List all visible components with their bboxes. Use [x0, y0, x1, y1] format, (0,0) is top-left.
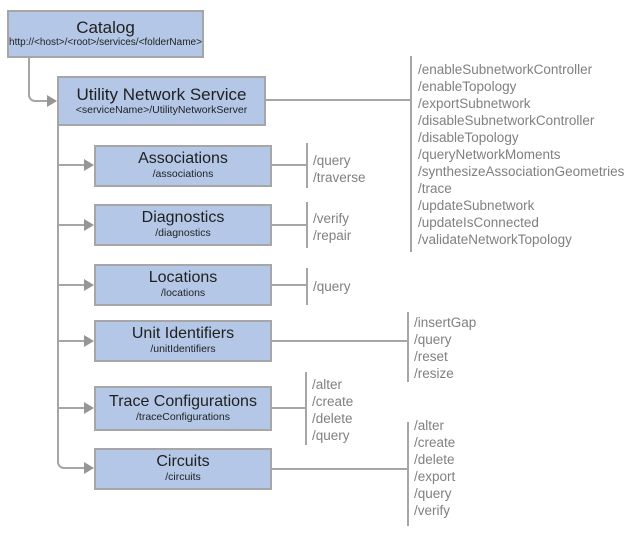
tick-service-ops [410, 56, 412, 252]
connector-catalog-to-service [34, 100, 48, 102]
associations-node: Associations /associations [94, 145, 272, 187]
operation-label: /queryNetworkMoments [418, 147, 561, 162]
trace-configurations-node: Trace Configurations /traceConfiguration… [94, 386, 272, 431]
operation-label: /delete [414, 452, 455, 467]
tick-associations-ops [306, 143, 308, 188]
service-operations-list: /enableSubnetworkController /enableTopol… [418, 61, 624, 248]
operation-label: /validateNetworkTopology [418, 232, 572, 247]
node-title: Trace Configurations [109, 392, 257, 410]
stub-locations [57, 284, 84, 286]
arrowhead-icon [84, 219, 94, 231]
node-subtitle: <serviceName>/UtilityNetworkServer [75, 103, 248, 116]
operation-label: /traverse [313, 170, 366, 185]
arrowhead-icon [84, 462, 94, 474]
diagnostics-node: Diagnostics /diagnostics [94, 204, 272, 246]
operation-label: /query [313, 279, 351, 294]
node-subtitle: /traceConfigurations [136, 410, 230, 423]
node-subtitle: http://<host>/<root>/services/<folderNam… [9, 37, 202, 49]
node-subtitle: /associations [152, 168, 214, 181]
connector-corner [28, 94, 36, 102]
stub-associations [57, 164, 84, 166]
operation-label: /verify [313, 211, 350, 226]
tick-locations-ops [306, 268, 308, 305]
operation-label: /query [414, 332, 452, 347]
stub-circuits [63, 467, 84, 469]
arrowhead-icon [84, 402, 94, 414]
operation-label: /repair [313, 228, 352, 243]
tick-unit-identifiers-ops [407, 312, 409, 382]
connector-diagnostics-ops [272, 224, 307, 226]
stub-diagnostics [57, 224, 84, 226]
operation-label: /reset [414, 349, 448, 364]
arrowhead-icon [47, 95, 57, 107]
operation-label: /alter [414, 418, 445, 433]
operation-label: /synthesizeAssociationGeometries [418, 164, 625, 179]
unit-identifiers-node: Unit Identifiers /unitIdentifiers [94, 320, 272, 362]
connector-service-ops [266, 99, 411, 101]
operation-label: /verify [414, 503, 451, 518]
operation-label: /alter [312, 377, 343, 392]
node-title: Utility Network Service [76, 84, 247, 104]
associations-operations-list: /query /traverse [313, 152, 366, 186]
operation-label: /updateSubnetwork [418, 198, 535, 213]
stub-unit-identifiers [57, 340, 84, 342]
node-title: Catalog [76, 18, 135, 38]
node-subtitle: /circuits [165, 471, 201, 484]
operation-label: /disableTopology [418, 130, 519, 145]
operation-label: /create [414, 435, 456, 450]
operation-label: /enableTopology [418, 79, 517, 94]
connector-catalog-to-service [28, 58, 30, 96]
operation-label: /exportSubnetwork [418, 96, 531, 111]
node-title: Associations [138, 150, 228, 168]
connector-trace-configurations-ops [272, 407, 306, 409]
node-title: Diagnostics [141, 209, 225, 227]
connector-associations-ops [272, 164, 307, 166]
connector-circuits-ops [272, 468, 408, 470]
operation-label: /export [414, 469, 456, 484]
connector-locations-ops [272, 284, 307, 286]
operation-label: /disableSubnetworkController [418, 113, 595, 128]
operation-label: /insertGap [414, 315, 477, 330]
locations-operations-list: /query [313, 278, 351, 295]
operation-label: /enableSubnetworkController [418, 62, 593, 77]
operation-label: /delete [312, 411, 353, 426]
node-title: Locations [148, 269, 218, 287]
stub-trace-configurations [57, 407, 84, 409]
node-title: Circuits [156, 453, 210, 471]
catalog-node: Catalog http://<host>/<root>/services/<f… [7, 10, 204, 58]
operation-label: /query [414, 486, 452, 501]
connector-unit-identifiers-ops [272, 340, 408, 342]
operation-label: /trace [418, 181, 452, 196]
unit-identifiers-operations-list: /insertGap /query /reset /resize [414, 314, 476, 382]
arrowhead-icon [84, 279, 94, 291]
node-subtitle: /unitIdentifiers [150, 343, 216, 356]
arrowhead-icon [84, 335, 94, 347]
connector-corner [57, 461, 65, 469]
trace-configurations-operations-list: /alter /create /delete /query [312, 376, 353, 444]
service-children-trunk [57, 126, 59, 462]
operation-label: /resize [414, 366, 454, 381]
node-title: Unit Identifiers [131, 325, 235, 343]
operation-label: /query [313, 153, 351, 168]
arrowhead-icon [84, 159, 94, 171]
tick-circuits-ops [407, 422, 409, 526]
operation-label: /create [312, 394, 354, 409]
tick-trace-configurations-ops [305, 372, 307, 445]
operation-label: /query [312, 428, 350, 443]
utility-network-service-node: Utility Network Service <serviceName>/Ut… [57, 76, 266, 126]
diagnostics-operations-list: /verify /repair [313, 210, 351, 244]
tick-diagnostics-ops [306, 202, 308, 248]
circuits-operations-list: /alter /create /delete /export /query /v… [414, 417, 455, 519]
node-subtitle: /locations [160, 287, 206, 300]
locations-node: Locations /locations [94, 264, 272, 306]
node-subtitle: /diagnostics [155, 227, 211, 240]
circuits-node: Circuits /circuits [94, 448, 272, 490]
operation-label: /updateIsConnected [418, 215, 539, 230]
